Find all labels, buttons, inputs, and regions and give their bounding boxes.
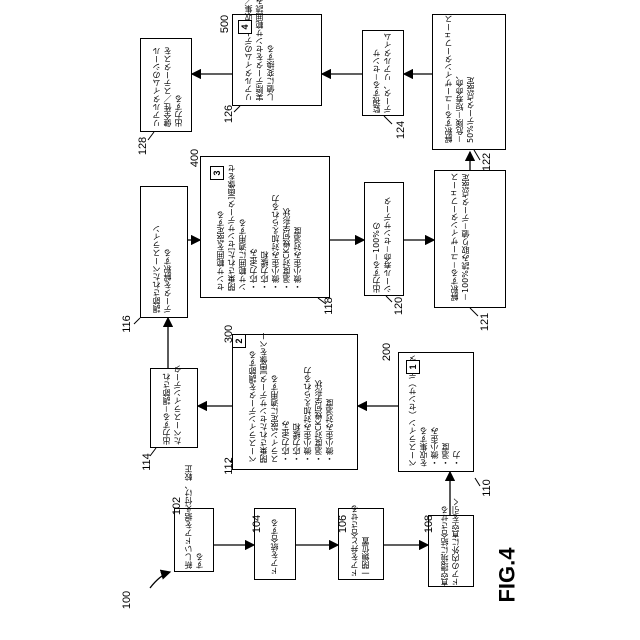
step-106-text: ドアを弁と合させる 一閉鎖位置 xyxy=(349,515,371,577)
step-112-box: ベースラインデータを調節する 閉乗されたセンサデータ]画像をベー スライン設定に… xyxy=(232,334,358,470)
step-124-text: 監視する－センサ データ、リアルタイム xyxy=(371,35,393,113)
step-114-text: 出力する－調節され たベースラインデータ xyxy=(161,373,183,445)
ref-108: 108 xyxy=(423,515,435,533)
step-110-text: ベースライン（センサ）データ を収集する ・微小歪み ・温度 ・力 xyxy=(407,359,462,467)
ref-300: 300 xyxy=(223,325,235,343)
step-114-box: 出力する－調節され たベースラインデータ xyxy=(150,368,198,448)
leader-110 xyxy=(475,478,480,486)
step-122-box: 解釈する－ユーザインターフェース －危険－短寿命命、 50%データ点設定 xyxy=(432,14,506,150)
ref-120: 120 xyxy=(393,297,405,315)
step-121-text: 解釈する－ユーザインターフェース －100%読み取り値－データ点設定 xyxy=(449,179,471,301)
leader-116 xyxy=(134,318,140,324)
ref-122: 122 xyxy=(481,153,493,171)
ref-106: 106 xyxy=(337,515,349,533)
leader-124 xyxy=(384,116,392,124)
ref-100: 100 xyxy=(121,591,133,609)
step-108-text: 真空環境に結合させる ドアの内外に真空を引く xyxy=(439,520,461,586)
step-102-box: 新しいドアを据え付け、較正 する xyxy=(174,508,214,572)
ref-400: 400 xyxy=(189,149,201,167)
ref-500: 500 xyxy=(219,15,231,33)
step-102-text: 新しいドアを据え付け、較正 する xyxy=(183,513,205,569)
ref-110: 110 xyxy=(481,479,493,497)
step-116-box: 調節されたベースライン データを解釈する xyxy=(140,186,188,318)
step-121-box: 解釈する－ユーザインターフェース －100%読み取り値－データ点設定 xyxy=(434,170,506,308)
ref-121: 121 xyxy=(479,313,491,331)
step-118-text: センサ範囲を設定する 閉乗された]センサデータ]画像をセ ンサ範囲に適用する ・… xyxy=(215,167,303,291)
step-126-text: リアルタイムのデータ収集／変換 実際データをセンサ範囲読み出 し値に変換する xyxy=(243,23,276,101)
step-112-text: ベースラインデータを調節する 閉乗されたセンサデータ]画像をベー スライン設定に… xyxy=(247,343,335,463)
arrow-ref-100 xyxy=(150,572,170,588)
step-126-badge: 4 xyxy=(238,20,252,34)
ref-102: 102 xyxy=(171,497,183,515)
step-120-box: 出力する－100%の シール寿命－センサデータ xyxy=(364,182,404,296)
ref-116: 116 xyxy=(121,315,133,333)
step-118-badge: 3 xyxy=(210,166,224,180)
step-124-box: 監視する－センサ データ、リアルタイム xyxy=(362,30,404,116)
step-120-text: 出力する－100%の シール寿命－センサデータ xyxy=(371,189,393,293)
ref-200: 200 xyxy=(381,343,393,361)
ref-128: 128 xyxy=(137,137,149,155)
leader-120 xyxy=(386,296,392,302)
ref-118: 118 xyxy=(323,297,335,315)
step-116-text: 調節されたベースライン データを解釈する xyxy=(151,193,173,313)
step-122-text: 解釈する－ユーザインターフェース －危険－短寿命命、 50%データ点設定 xyxy=(443,23,476,143)
step-104-text: ドアを統合する xyxy=(269,515,280,575)
leader-122 xyxy=(474,150,480,160)
step-110-badge: 1 xyxy=(406,360,420,374)
figure-label: FIG.4 xyxy=(495,547,521,602)
step-128-text: リアルタイムのシール 健全性／ステータスを 出力する xyxy=(151,45,184,127)
ref-112: 112 xyxy=(223,457,235,475)
ref-126: 126 xyxy=(223,105,235,123)
ref-114: 114 xyxy=(141,453,153,471)
ref-104: 104 xyxy=(251,515,263,533)
ref-124: 124 xyxy=(395,121,407,139)
step-128-box: リアルタイムのシール 健全性／ステータスを 出力する xyxy=(140,38,192,132)
leader-121 xyxy=(470,308,478,316)
